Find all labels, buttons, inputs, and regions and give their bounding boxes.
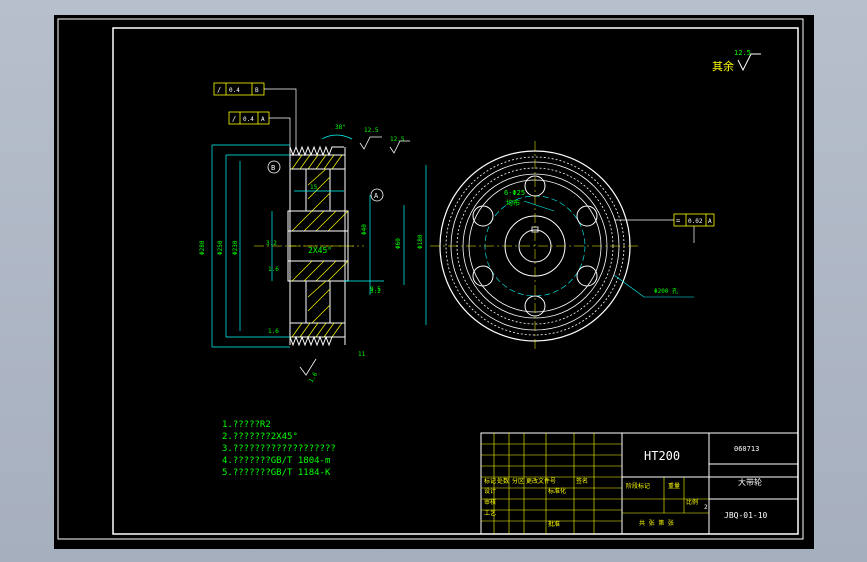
- hdr-sign: 签名: [576, 477, 588, 485]
- dim-width-bottom: 9.5: [370, 286, 381, 293]
- lbl-weight: 重量: [668, 482, 680, 490]
- gdt3-datum: A: [708, 218, 712, 225]
- hdr-count: 处数: [497, 477, 509, 485]
- front-view: 6-Φ25 均布 Φ200 孔 = 0.02 A: [430, 141, 715, 351]
- inner-frame: [112, 27, 799, 535]
- gdt3-value: 0.02: [688, 218, 703, 225]
- hdr-zone: 分区: [512, 477, 524, 485]
- dim-left-outer: Φ280: [199, 240, 206, 255]
- drawing-number: JBQ-01-10: [724, 511, 768, 520]
- gdt1-value: 0.4: [229, 87, 240, 94]
- gdt2-symbol: /: [232, 115, 236, 123]
- datum-a-circle: [370, 188, 384, 202]
- note-3: 3.???????????????????: [222, 444, 336, 454]
- hole-spec: 6-Φ25: [504, 189, 525, 197]
- roughness-value: 12.5: [734, 49, 751, 57]
- dim-left-inner: Φ230: [232, 240, 239, 255]
- ra-bore: 1.6: [268, 266, 279, 273]
- note-4: 4.???????GB/T 1804-m: [222, 456, 330, 466]
- hdr-change: 更改文件号: [526, 477, 556, 485]
- section-view: Φ280 Φ250 Φ230 Φ40 Φ60 Φ180 15 9.5 11 2X…: [199, 82, 427, 384]
- roughness-label: 其余: [712, 59, 734, 73]
- chamfer-label: 2X45°: [308, 246, 332, 255]
- lbl-approve: 批准: [548, 520, 560, 528]
- gdt-frame-3: = 0.02 A: [614, 213, 715, 243]
- drawing-canvas[interactable]: 其余 12.5: [54, 15, 814, 549]
- gdt-frame-2: / 0.4 A: [228, 111, 291, 147]
- title-block: 标记 处数 分区 更改文件号 签名 设计 标准化 审核 工艺 批准 阶段标记 重…: [480, 432, 799, 535]
- dim-right: Φ180: [417, 234, 424, 249]
- material-label: HT200: [644, 449, 680, 463]
- ra-right: 12.5: [390, 136, 405, 143]
- gdt1-datum: B: [255, 87, 259, 94]
- lbl-check: 审核: [484, 498, 496, 506]
- datum-b-circle: [267, 160, 281, 174]
- gdt2-value: 0.4: [243, 116, 254, 123]
- ra-key: 3.2: [370, 288, 381, 295]
- hole-note: 均布: [506, 198, 520, 207]
- dim-bore: Φ40: [361, 224, 368, 235]
- ra-bottom: 1.6: [268, 328, 279, 335]
- dim-hub: Φ60: [395, 238, 402, 249]
- gdt2-datum: A: [261, 116, 265, 123]
- dim-bcd: Φ200 孔: [654, 287, 678, 295]
- gdt-frame-1: / 0.4 B: [213, 82, 297, 147]
- datum-b: B: [271, 164, 275, 172]
- dim-left-mid: Φ250: [217, 240, 224, 255]
- hdr-mark: 标记: [484, 477, 496, 485]
- part-name: 大带轮: [738, 477, 762, 487]
- note-2: 2.???????2X45°: [222, 432, 298, 442]
- datum-a: A: [374, 192, 379, 200]
- gdt1-symbol: /: [217, 86, 221, 94]
- roughness-symbol: 其余 12.5: [712, 49, 761, 73]
- lbl-design: 设计: [484, 487, 496, 495]
- outer-frame: [57, 18, 804, 540]
- scale-value: 2: [704, 504, 708, 511]
- lbl-total: 共 张 第 张: [639, 519, 674, 527]
- ra-hub: 3.2: [266, 240, 277, 247]
- drawing-sheet: 其余 12.5: [57, 18, 804, 540]
- groove-angle: 38°: [335, 124, 346, 131]
- lbl-ratio: 比例: [686, 498, 698, 506]
- dim-width-top: 15: [310, 184, 318, 191]
- technical-notes: 1.?????R2 2.???????2X45° 3.?????????????…: [222, 420, 336, 478]
- lbl-stage: 阶段标记: [626, 482, 650, 490]
- drawing-code: 060713: [734, 445, 759, 453]
- lbl-process: 工艺: [484, 509, 496, 517]
- lbl-standard: 标准化: [548, 487, 566, 495]
- note-1: 1.?????R2: [222, 420, 271, 430]
- ra-groove: 1.6: [308, 371, 320, 384]
- note-5: 5.???????GB/T 1184-K: [222, 468, 331, 478]
- dim-bottom: 11: [358, 351, 366, 358]
- ra-top: 12.5: [364, 127, 379, 134]
- gdt3-symbol: =: [676, 217, 680, 225]
